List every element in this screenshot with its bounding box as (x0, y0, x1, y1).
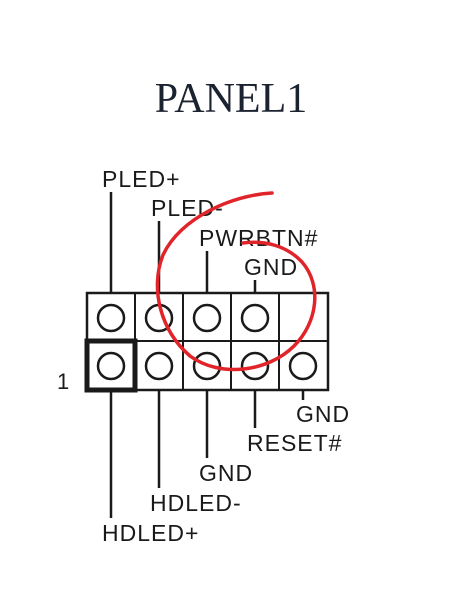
bottom-row-pins (96, 351, 318, 381)
top-row-pins (96, 303, 270, 333)
pin-pled-plus (96, 303, 126, 333)
pin-pwrbtn (192, 303, 222, 333)
page-title: PANEL1 (155, 76, 307, 122)
label-pwrbtn: PWRBTN# (199, 225, 318, 251)
label-gnd-bottom: GND (199, 460, 253, 486)
label-gnd-top: GND (244, 254, 298, 280)
red-annotation-circle (155, 191, 317, 372)
pin1-label: 1 (57, 369, 69, 394)
pin-gnd-top (240, 303, 270, 333)
pin-header (84, 291, 330, 393)
label-hdled-minus: HDLED- (150, 490, 242, 516)
label-reset: RESET# (247, 430, 342, 456)
pin-hdled-plus (96, 351, 126, 381)
label-pled-plus: PLED+ (102, 166, 181, 192)
bottom-leader-lines (109, 390, 305, 518)
pin-gnd-right (288, 351, 318, 381)
pin-hdled-minus (144, 351, 174, 381)
label-hdled-plus: HDLED+ (102, 520, 199, 546)
label-gnd-right: GND (296, 401, 350, 427)
